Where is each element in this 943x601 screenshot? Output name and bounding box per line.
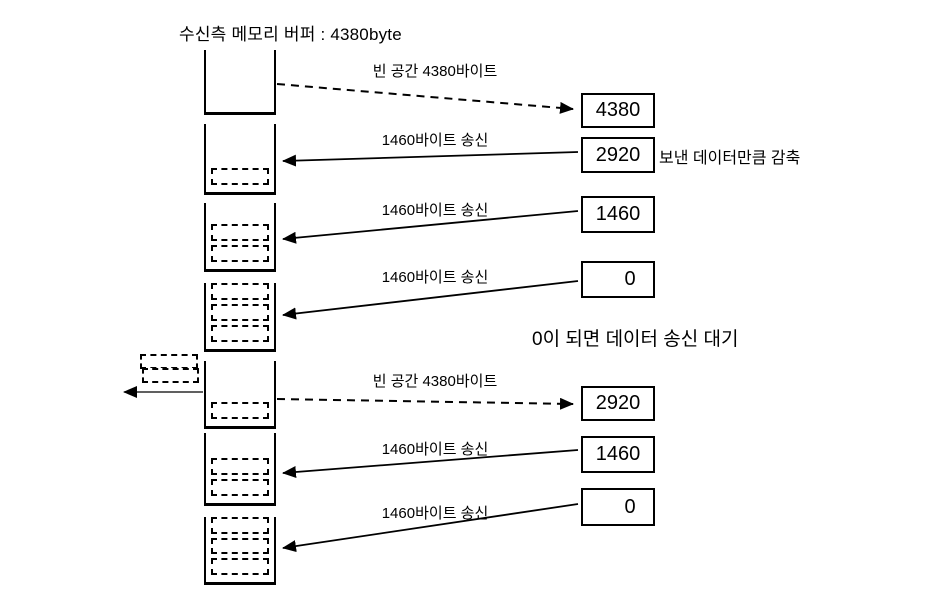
receive-buffer-5 <box>204 361 276 429</box>
buffer-data-segment <box>211 283 269 300</box>
buffer-data-segment <box>211 168 269 185</box>
buffer-data-segment <box>211 304 269 321</box>
data-send-arrow-4 <box>282 449 579 478</box>
receive-buffer-1 <box>204 50 276 115</box>
arrow-label-send-4: 1460바이트 송신 <box>381 441 489 458</box>
window-size-box-5: 2920 <box>581 386 655 421</box>
consumed-data-block <box>140 354 198 369</box>
window-size-box-7: 0 <box>581 488 655 526</box>
note-zero-wait: 0이 되면 데이터 송신 대기 <box>532 329 739 350</box>
window-size-box-3: 1460 <box>581 196 655 233</box>
buffer-data-segment <box>211 516 269 534</box>
data-send-arrow-1 <box>282 151 579 167</box>
receive-buffer-7 <box>204 516 276 585</box>
arrow-label-send-2: 1460바이트 송신 <box>381 202 489 219</box>
arrow-label-empty-space-2: 빈 공간 4380바이트 <box>372 373 498 390</box>
buffer-data-segment <box>211 224 269 241</box>
consumed-data-block <box>142 368 199 383</box>
buffer-data-segment <box>211 479 269 496</box>
window-advertise-arrow-1 <box>276 83 574 114</box>
data-send-arrow-5 <box>282 503 579 553</box>
window-advertise-arrow-2 <box>276 397 574 410</box>
buffer-data-segment <box>211 325 269 342</box>
buffer-data-segment <box>211 537 269 555</box>
buffer-data-segment <box>211 245 269 262</box>
arrow-label-send-1: 1460바이트 송신 <box>381 132 489 149</box>
data-send-arrow-2 <box>282 210 579 244</box>
diagram-title: 수신측 메모리 버퍼 : 4380byte <box>179 25 402 44</box>
arrow-label-send-3: 1460바이트 송신 <box>381 269 489 286</box>
note-sent-reduction: 보낸 데이터만큼 감축 <box>659 150 801 167</box>
arrow-label-empty-space-1: 빈 공간 4380바이트 <box>372 63 498 80</box>
window-size-box-2: 2920 <box>581 137 655 173</box>
receive-buffer-6 <box>204 433 276 506</box>
window-size-box-1: 4380 <box>581 93 655 128</box>
buffer-data-segment <box>211 458 269 475</box>
receive-buffer-2 <box>204 124 276 195</box>
window-size-box-4: 0 <box>581 261 655 298</box>
window-size-box-6: 1460 <box>581 436 655 473</box>
receive-buffer-3 <box>204 203 276 272</box>
buffer-data-segment <box>211 558 269 575</box>
buffer-data-segment <box>211 402 269 419</box>
arrow-label-send-5: 1460바이트 송신 <box>381 505 489 522</box>
receive-buffer-4 <box>204 283 276 352</box>
data-send-arrow-3 <box>282 280 579 320</box>
